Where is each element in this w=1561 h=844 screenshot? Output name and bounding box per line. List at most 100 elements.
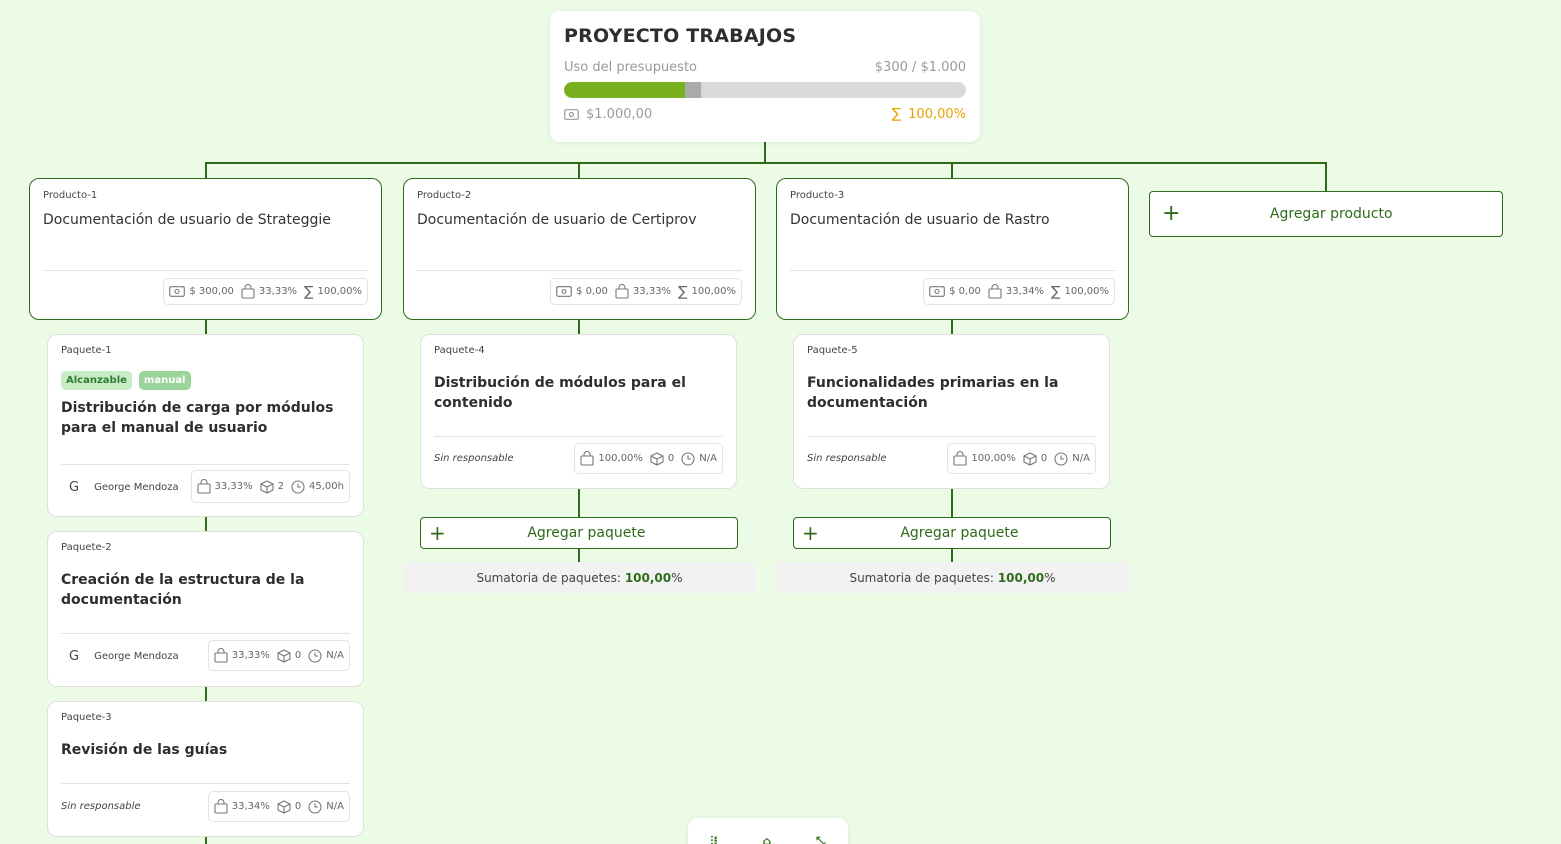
product-title: Documentación de usuario de Strateggie	[43, 212, 331, 228]
sum-icon: ∑	[1051, 283, 1061, 300]
package-stats: 33,33% 0 N/A	[207, 640, 350, 671]
package-card[interactable]: Paquete-5 Funcionalidades primarias en l…	[793, 334, 1110, 489]
product-code: Producto-1	[43, 190, 98, 201]
divider	[43, 270, 368, 271]
plus-icon: +	[429, 521, 446, 545]
package-code: Paquete-5	[807, 345, 858, 356]
divider	[61, 464, 350, 465]
package-hours: N/A	[1072, 453, 1090, 464]
add-package-button[interactable]: + Agregar paquete	[420, 517, 738, 549]
package-stats: 100,00% 0 N/A	[574, 443, 723, 474]
canvas-toolbar: ⫶⁝ ⌂ ⤡	[688, 818, 848, 844]
package-hours: N/A	[326, 801, 344, 812]
add-package-button[interactable]: + Agregar paquete	[793, 517, 1111, 549]
sum-unit: %	[671, 570, 683, 585]
package-stats: 33,34% 0 N/A	[207, 791, 350, 822]
package-card[interactable]: Paquete-1 Alcanzable manual Distribución…	[47, 334, 364, 517]
product-code: Producto-3	[790, 190, 845, 201]
budget-progress-pending	[684, 82, 701, 98]
plus-icon: +	[1162, 201, 1181, 226]
collapse-icon[interactable]: ⤡	[815, 834, 826, 844]
product-card[interactable]: Producto-2 Documentación de usuario de C…	[403, 178, 756, 320]
budget-progress-fill	[564, 82, 685, 98]
weight-icon	[953, 451, 967, 466]
package-sum-summary: Sumatoria de paquetes: 100,00%	[403, 562, 756, 593]
budget-row: Uso del presupuesto $300 / $1.000	[564, 60, 966, 75]
clock-icon	[308, 799, 322, 814]
product-amount: $ 0,00	[949, 286, 981, 297]
package-card[interactable]: Paquete-3 Revisión de las guías Sin resp…	[47, 701, 364, 837]
tag-badge: manual	[138, 371, 191, 390]
package-code: Paquete-4	[434, 345, 485, 356]
package-title: Creación de la estructura de la document…	[61, 572, 305, 608]
package-card[interactable]: Paquete-4 Distribución de módulos para e…	[420, 334, 737, 489]
package-weight: 33,33%	[231, 650, 270, 661]
budget-progress-bar	[564, 82, 966, 98]
product-sum: 100,00%	[317, 286, 363, 297]
package-responsible: G George Mendoza	[61, 480, 179, 495]
divider	[61, 783, 350, 784]
sum-icon: ∑	[891, 106, 902, 122]
filter-icon[interactable]: ⫶⁝	[710, 834, 718, 844]
box-icon	[1023, 451, 1037, 466]
sum-label: Sumatoria de paquetes:	[476, 570, 621, 585]
sum-icon: ∑	[304, 283, 314, 300]
package-responsible: Sin responsable	[807, 453, 887, 464]
package-weight: 100,00%	[598, 453, 643, 464]
weight-icon	[988, 284, 1002, 299]
box-icon	[650, 451, 664, 466]
package-hours: N/A	[326, 650, 344, 661]
total-amount: $1.000,00	[586, 106, 653, 122]
product-card[interactable]: Producto-1 Documentación de usuario de S…	[29, 178, 382, 320]
box-icon	[260, 479, 274, 494]
box-icon	[277, 648, 291, 663]
product-stats: $ 0,00 33,33% ∑ 100,00%	[550, 278, 742, 305]
package-hours: 45,00h	[309, 481, 344, 492]
money-icon	[556, 286, 572, 297]
package-items: 0	[1040, 453, 1048, 464]
money-icon	[929, 286, 945, 297]
package-items: 0	[294, 650, 302, 661]
box-icon	[277, 799, 291, 814]
divider	[807, 436, 1096, 437]
divider	[417, 270, 742, 271]
sum-label: Sumatoria de paquetes:	[849, 570, 994, 585]
divider	[61, 633, 350, 634]
product-stats: $ 300,00 33,33% ∑ 100,00%	[163, 278, 368, 305]
avatar-initial: G	[69, 480, 80, 495]
add-product-button[interactable]: + Agregar producto	[1149, 191, 1503, 237]
total-percent: 100,00%	[908, 106, 966, 122]
avatar-initial: G	[69, 649, 80, 664]
tag-badge: Alcanzable	[61, 371, 132, 390]
home-icon[interactable]: ⌂	[762, 834, 772, 844]
sum-unit: %	[1044, 570, 1056, 585]
package-title: Distribución de módulos para el contenid…	[434, 375, 686, 411]
product-amount: $ 0,00	[576, 286, 608, 297]
add-product-label: Agregar producto	[1269, 206, 1393, 222]
weight-icon	[214, 648, 228, 663]
project-title: PROYECTO TRABAJOS	[564, 25, 797, 47]
responsible-name: George Mendoza	[94, 482, 179, 493]
package-card[interactable]: Paquete-2 Creación de la estructura de l…	[47, 531, 364, 687]
sum-value: 100,00	[624, 570, 672, 585]
add-package-label: Agregar paquete	[527, 525, 646, 541]
package-sum-summary: Sumatoria de paquetes: 100,00%	[776, 562, 1129, 593]
divider	[790, 270, 1115, 271]
product-stats: $ 0,00 33,34% ∑ 100,00%	[923, 278, 1115, 305]
product-sum: 100,00%	[1064, 286, 1110, 297]
clock-icon	[681, 451, 695, 466]
package-code: Paquete-2	[61, 542, 112, 553]
clock-icon	[291, 479, 305, 494]
money-icon	[169, 286, 186, 297]
clock-icon	[308, 648, 322, 663]
divider	[434, 436, 723, 437]
product-weight: 33,33%	[258, 286, 298, 297]
weight-icon	[214, 799, 228, 814]
product-sum: 100,00%	[691, 286, 737, 297]
package-stats: 33,33% 2 45,00h	[190, 470, 350, 503]
package-weight: 33,34%	[231, 801, 270, 812]
money-icon	[564, 108, 579, 120]
package-tags: Alcanzable manual	[61, 371, 350, 390]
product-card[interactable]: Producto-3 Documentación de usuario de R…	[776, 178, 1129, 320]
product-weight: 33,33%	[632, 286, 672, 297]
